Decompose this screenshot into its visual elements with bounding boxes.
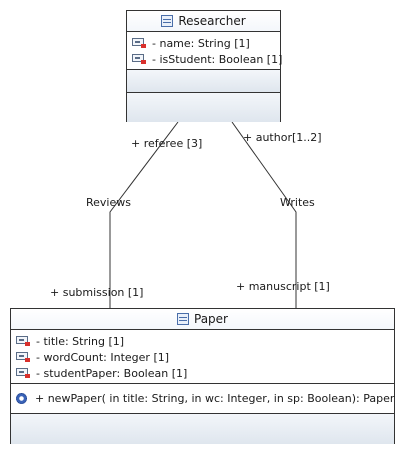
researcher-class-header[interactable]: Researcher [127,11,280,32]
private-attribute-icon [16,368,30,378]
reviews-source-role-label: + referee [3] [131,137,203,150]
operation-label: + newPaper( in title: String, in wc: Int… [35,391,395,405]
attribute-label: - studentPaper: Boolean [1] [36,366,188,380]
attribute-row[interactable]: - wordCount: Integer [1] [16,349,394,365]
private-attribute-icon [16,336,30,346]
researcher-class-name: Researcher [178,14,246,28]
paper-operations-compartment: + newPaper( in title: String, in wc: Int… [11,384,394,414]
attribute-label: - wordCount: Integer [1] [36,350,170,364]
researcher-operations-compartment [127,70,280,93]
private-attribute-icon [132,54,146,64]
attribute-row[interactable]: - name: String [1] [132,35,280,51]
paper-class-name: Paper [194,312,228,326]
attribute-row[interactable]: - isStudent: Boolean [1] [132,51,283,67]
class-icon [177,313,189,325]
attribute-label: - title: String [1] [36,334,125,348]
researcher-extra-compartment [127,93,280,122]
writes-association-line [231,121,297,308]
researcher-attributes-compartment: - name: String [1] - isStudent: Boolean … [127,32,283,70]
attribute-row[interactable]: - title: String [1] [16,333,394,349]
paper-class[interactable]: Paper - title: String [1] - wordCount: I… [10,308,395,444]
private-attribute-icon [16,352,30,362]
writes-association-name: Writes [280,196,315,209]
attribute-row[interactable]: - studentPaper: Boolean [1] [16,365,394,381]
paper-extra-compartment [11,414,394,444]
paper-attributes-compartment: - title: String [1] - wordCount: Integer… [11,330,394,384]
public-operation-icon [16,392,27,404]
writes-source-role-label: + author[1..2] [243,131,322,144]
writes-target-role-label: + manuscript [1] [236,280,330,293]
reviews-association-line [109,121,179,308]
attribute-label: - name: String [1] [152,36,250,50]
class-icon [161,15,174,27]
private-attribute-icon [132,38,146,48]
reviews-target-role-label: + submission [1] [50,286,144,299]
reviews-association-name: Reviews [86,196,131,209]
attribute-label: - isStudent: Boolean [1] [152,52,283,66]
operation-row[interactable]: + newPaper( in title: String, in wc: Int… [16,390,394,406]
paper-class-header[interactable]: Paper [11,309,394,330]
researcher-class[interactable]: Researcher - name: String [1] - isStuden… [126,10,283,122]
